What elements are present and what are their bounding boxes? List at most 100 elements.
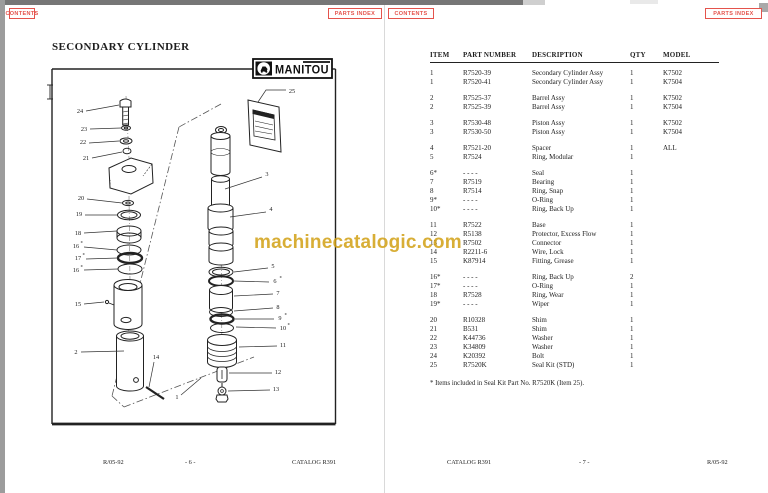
cell-item: 25	[430, 361, 437, 369]
window-left-edge	[0, 0, 5, 493]
leader-line	[83, 230, 118, 234]
left-footer-revision: R/05-92	[103, 459, 124, 466]
cell-qty: 1	[630, 291, 634, 299]
cell-item: 16*	[430, 273, 441, 281]
cell-qty: 1	[630, 103, 634, 111]
cell-model: K7504	[663, 103, 683, 111]
cell-item: 8	[430, 187, 434, 195]
cell-qty: 1	[630, 316, 634, 324]
cell-desc: Ring, Back Up	[532, 273, 574, 281]
centerlines	[125, 95, 223, 386]
callout-asterisk: *	[83, 254, 86, 259]
scrollbar-corner[interactable]	[759, 3, 768, 12]
cell-model: ALL	[663, 144, 677, 152]
cell-qty: 1	[630, 205, 634, 213]
callout-asterisk: *	[280, 277, 283, 282]
diagram-callout: 18	[75, 230, 81, 237]
diagram-callout: 3	[265, 171, 268, 178]
cell-qty: 1	[630, 187, 634, 195]
cell-desc: Piston Assy	[532, 119, 565, 127]
leader-line	[148, 361, 155, 388]
rod-cap	[210, 132, 231, 176]
cell-item: 2	[430, 94, 434, 102]
cell-desc: Connector	[532, 239, 562, 247]
forklift-emblem-icon	[257, 62, 271, 75]
contents-button-right[interactable]: CONTENTS	[388, 8, 434, 19]
cell-part: R7502	[463, 239, 482, 247]
contents-button-left[interactable]: CONTENTS	[5, 8, 38, 19]
backup-ring-10	[210, 323, 234, 333]
cell-item: 2	[430, 103, 434, 111]
cell-item: 1	[430, 78, 434, 86]
cell-desc: Secondary Cylinder Assy	[532, 69, 604, 77]
cursor-artifact	[47, 84, 53, 100]
cell-qty: 1	[630, 282, 634, 290]
cell-qty: 1	[630, 144, 634, 152]
cell-qty: 1	[630, 78, 634, 86]
diagram-callout: 1	[175, 394, 178, 401]
diagram-callout: 9	[278, 315, 281, 322]
cell-item: 17*	[430, 282, 441, 290]
bolt-24	[119, 98, 132, 126]
cell-desc: Ring, Back Up	[532, 205, 574, 213]
cell-item: 15	[430, 257, 437, 265]
cell-item: 21	[430, 325, 437, 333]
cell-part: R7514	[463, 187, 482, 195]
callout-asterisk: *	[285, 314, 288, 319]
cell-desc: Washer	[532, 334, 553, 342]
diagram-callout: 16	[73, 243, 79, 250]
connector-13	[215, 383, 229, 403]
cell-item: 22	[430, 334, 437, 342]
cell-part: - - - -	[463, 169, 478, 177]
cell-item: 9*	[430, 196, 437, 204]
diagram-callout: 16	[73, 267, 79, 274]
leader-line	[85, 104, 120, 112]
cell-qty: 1	[630, 300, 634, 308]
watermark: machinecatalogic.com	[254, 232, 462, 253]
cell-item: 7	[430, 178, 434, 186]
gland-block	[108, 157, 154, 195]
gland-tube	[104, 279, 143, 330]
leader-line	[233, 293, 274, 297]
cell-desc: Protector, Excess Flow	[532, 230, 597, 238]
leader-line	[229, 211, 267, 218]
snap-ring-8	[209, 307, 233, 317]
modular-ring-5	[208, 266, 234, 278]
lock-wire-14	[145, 386, 165, 400]
parts-index-button-left[interactable]: PARTS INDEX	[328, 8, 382, 19]
diagram-callout: 15	[75, 301, 81, 308]
header-item: ITEM	[430, 51, 450, 59]
cell-desc: Ring, Wear	[532, 291, 564, 299]
cell-qty: 1	[630, 221, 634, 229]
cell-qty: 1	[630, 343, 634, 351]
cell-item: 3	[430, 119, 434, 127]
cell-item: 6*	[430, 169, 437, 177]
cell-desc: O-Ring	[532, 196, 553, 204]
cell-part: R7522	[463, 221, 482, 229]
cell-part: R7519	[463, 178, 482, 186]
cell-model: K7504	[663, 78, 683, 86]
cell-item: 10*	[430, 205, 441, 213]
cell-part: R10328	[463, 316, 486, 324]
base-12	[216, 366, 228, 383]
cell-part: - - - -	[463, 300, 478, 308]
parts-index-button-right[interactable]: PARTS INDEX	[705, 8, 762, 19]
diagram-callout: 22	[80, 139, 86, 146]
cell-item: 4	[430, 144, 434, 152]
parts-table: ITEM PART NUMBER DESCRIPTION QTY MODEL 1…	[430, 51, 719, 377]
rod-3	[211, 175, 230, 210]
seal-6	[208, 275, 234, 287]
leader-line	[224, 176, 263, 190]
cell-desc: Seal	[532, 169, 545, 177]
backup-ring-16b	[117, 263, 143, 275]
